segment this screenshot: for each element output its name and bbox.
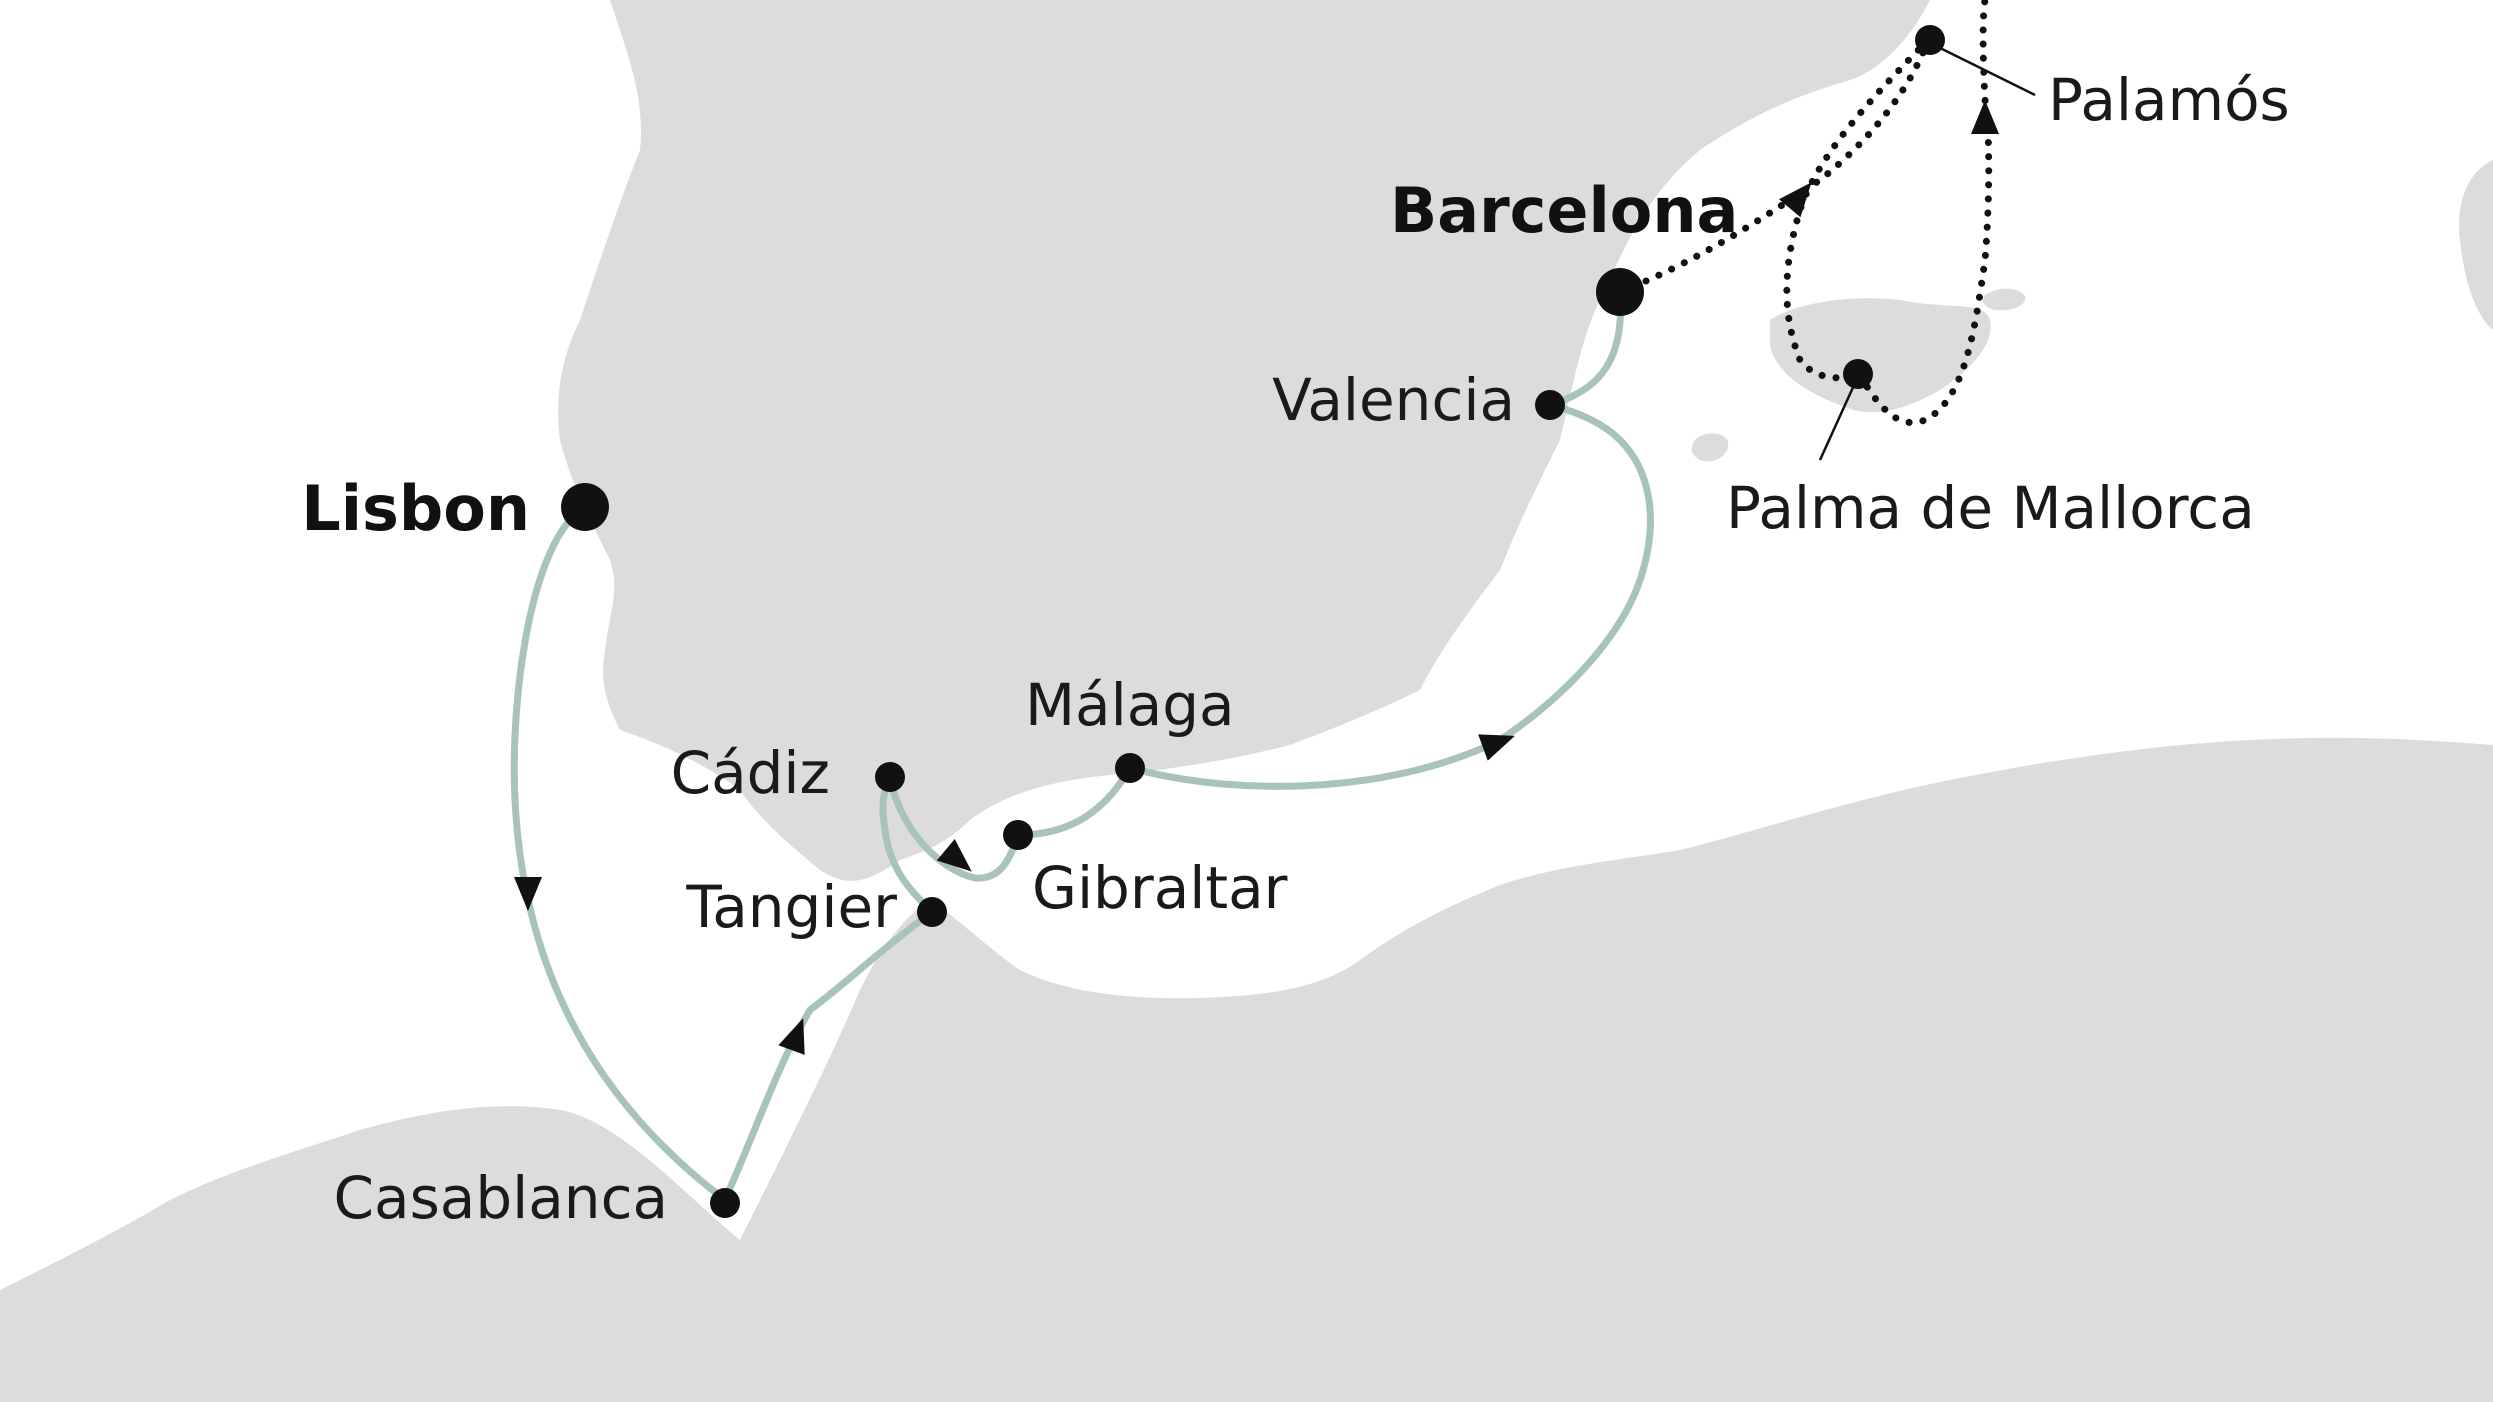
land-menorca <box>1983 288 2026 311</box>
port-marker-tangier[interactable] <box>917 897 947 927</box>
port-marker-palamos[interactable] <box>1915 25 1945 55</box>
port-marker-valencia[interactable] <box>1535 390 1565 420</box>
land-iberia <box>558 0 1931 881</box>
route-casablanca-tangier <box>721 908 936 1204</box>
port-marker-barcelona[interactable] <box>1596 268 1644 316</box>
route-barcelona-palamos <box>1616 36 1932 296</box>
land-africa <box>0 737 2493 1402</box>
arrow-right-icon <box>936 838 972 872</box>
label-casablanca: Casablanca <box>334 1164 668 1232</box>
arrow-right-icon <box>1478 734 1515 761</box>
arrow-down-icon <box>514 877 542 911</box>
land-sardinia <box>2459 160 2493 330</box>
route-cadiz-gibraltar <box>886 773 1022 882</box>
route-lisbon-casablanca <box>510 503 729 1204</box>
port-marker-lisbon[interactable] <box>561 483 609 531</box>
port-marker-cadiz[interactable] <box>875 762 905 792</box>
label-valencia: Valencia <box>1272 366 1515 434</box>
port-marker-gibraltar[interactable] <box>1003 820 1033 850</box>
label-cadiz: Cádiz <box>671 739 830 807</box>
route-main <box>510 288 1654 1204</box>
route-extension <box>1616 0 1993 427</box>
land-ibiza <box>1691 433 1729 462</box>
label-malaga: Málaga <box>1025 671 1235 739</box>
label-palma: Palma de Mallorca <box>1726 474 2255 542</box>
port-markers <box>561 25 1945 1218</box>
label-barcelona: Barcelona <box>1390 174 1738 247</box>
leader-palma <box>1818 382 1857 461</box>
port-marker-palma[interactable] <box>1843 359 1873 389</box>
label-tangier: Tangier <box>685 873 897 941</box>
route-malaga-valencia <box>1126 401 1654 790</box>
label-gibraltar: Gibraltar <box>1032 854 1288 922</box>
label-lisbon: Lisbon <box>301 472 530 545</box>
port-marker-malaga[interactable] <box>1115 753 1145 783</box>
route-palma-palamos <box>1856 0 1993 427</box>
land-mallorca <box>1770 298 1991 413</box>
arrow-up-icon <box>1971 100 1999 134</box>
route-palamos-palma <box>1783 36 1932 382</box>
route-arrows <box>514 100 1999 1055</box>
arrow-up-icon <box>778 1018 805 1055</box>
arrow-up-icon <box>1778 182 1812 218</box>
port-labels: Lisbon Barcelona Palamós Valencia Palma … <box>301 66 2290 1232</box>
leader-palamos <box>1931 42 2036 97</box>
label-palamos: Palamós <box>2048 66 2290 134</box>
port-marker-casablanca[interactable] <box>710 1188 740 1218</box>
